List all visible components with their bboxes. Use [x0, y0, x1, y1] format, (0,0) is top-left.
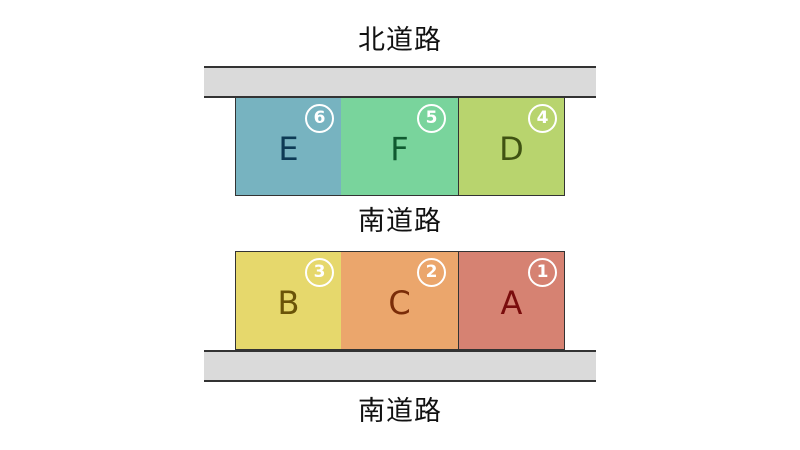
south-road — [204, 350, 596, 382]
lot-letter: B — [277, 284, 300, 322]
lot-e: E 6 — [235, 97, 342, 196]
lot-number-badge: 2 — [417, 258, 446, 287]
north-road-label: 北道路 — [358, 25, 442, 56]
lot-letter: E — [278, 130, 299, 168]
lot-f: F 5 — [341, 97, 459, 196]
south-road-label: 南道路 — [358, 396, 442, 427]
north-road — [204, 66, 596, 98]
lot-letter: C — [388, 284, 411, 322]
lot-number-badge: 1 — [528, 258, 557, 287]
middle-road-label: 南道路 — [358, 206, 442, 237]
lot-number-badge: 4 — [528, 104, 557, 133]
lot-d: D 4 — [458, 97, 565, 196]
lot-c: C 2 — [341, 251, 459, 350]
lot-number-badge: 6 — [305, 104, 334, 133]
lot-a: A 1 — [458, 251, 565, 350]
lot-number-badge: 3 — [305, 258, 334, 287]
lot-letter: F — [390, 130, 409, 168]
lot-b: B 3 — [235, 251, 342, 350]
lot-letter: D — [499, 130, 524, 168]
lot-letter: A — [500, 284, 523, 322]
lot-number-badge: 5 — [417, 104, 446, 133]
